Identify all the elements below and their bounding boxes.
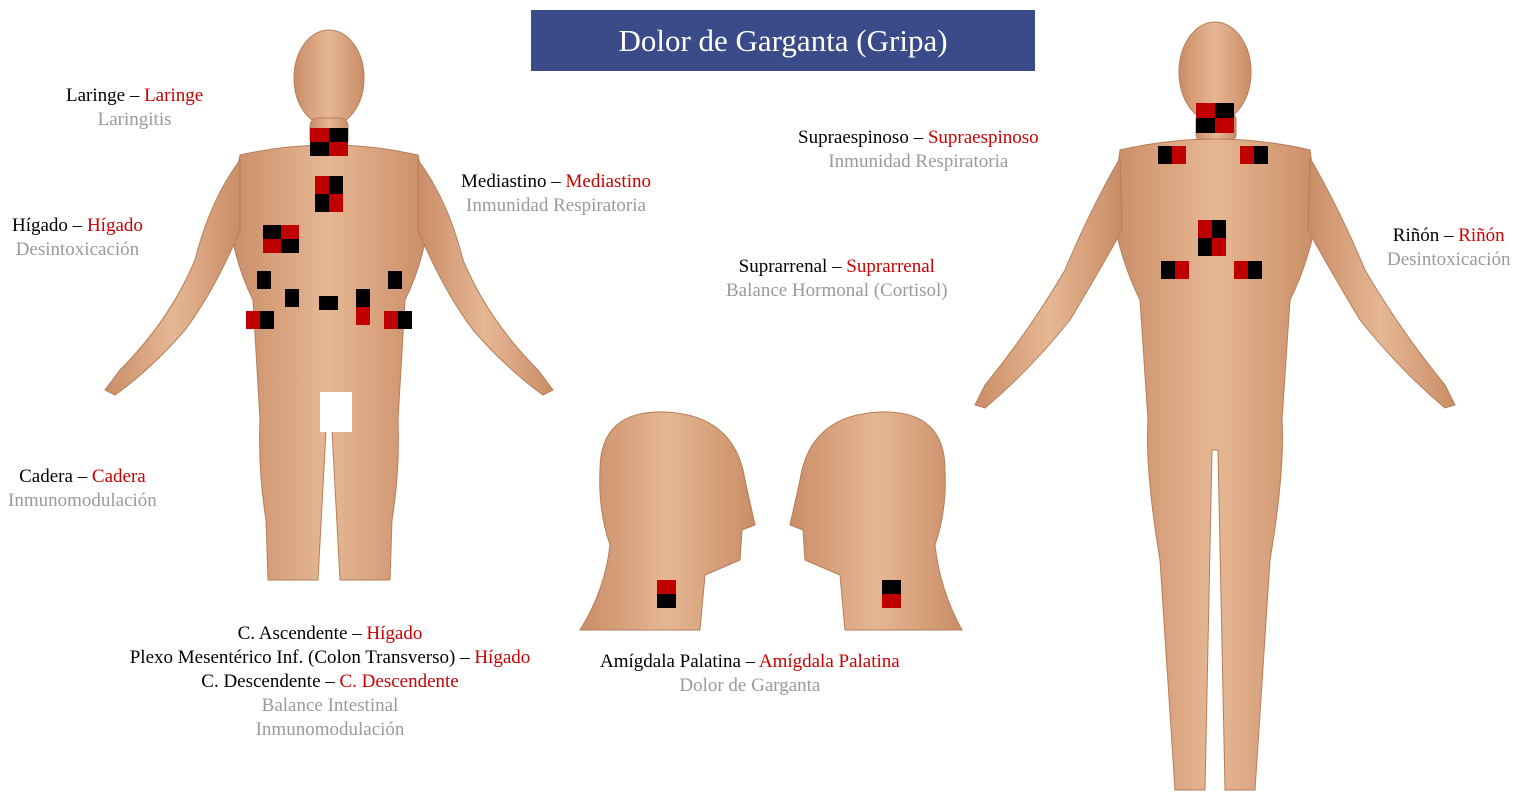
- head-right-figure: [790, 412, 962, 630]
- marker-mediastino: [315, 176, 343, 212]
- label-mediastino: Mediastino – Mediastino Inmunidad Respir…: [461, 170, 651, 218]
- marker-laringe: [310, 128, 348, 156]
- back-body-figure: [975, 22, 1455, 790]
- marker-higado: [263, 225, 299, 253]
- label-laringe: Laringe – Laringe Laringitis: [66, 84, 203, 132]
- label-colon-ascendente: C. Ascendente – Hígado: [87, 622, 573, 646]
- label-colon-transverso: Plexo Mesentérico Inf. (Colon Transverso…: [87, 646, 573, 670]
- censor-box: [320, 392, 352, 432]
- label-colon-descendente: C. Descendente – C. Descendente: [87, 670, 573, 694]
- label-cadera: Cadera – Cadera Inmunomodulación: [8, 465, 157, 513]
- label-suprarrenal: Suprarrenal – Suprarrenal Balance Hormon…: [726, 255, 948, 303]
- label-amigdala: Amígdala Palatina – Amígdala Palatina Do…: [600, 650, 900, 698]
- label-rinon: Riñón – Riñón Desintoxicación: [1387, 224, 1510, 272]
- marker-suprarrenal: [1198, 220, 1226, 256]
- label-colon: C. Ascendente – Hígado Plexo Mesentérico…: [87, 622, 573, 742]
- label-supraespinoso: Supraespinoso – Supraespinoso Inmunidad …: [798, 126, 1039, 174]
- label-higado: Hígado – Hígado Desintoxicación: [12, 214, 143, 262]
